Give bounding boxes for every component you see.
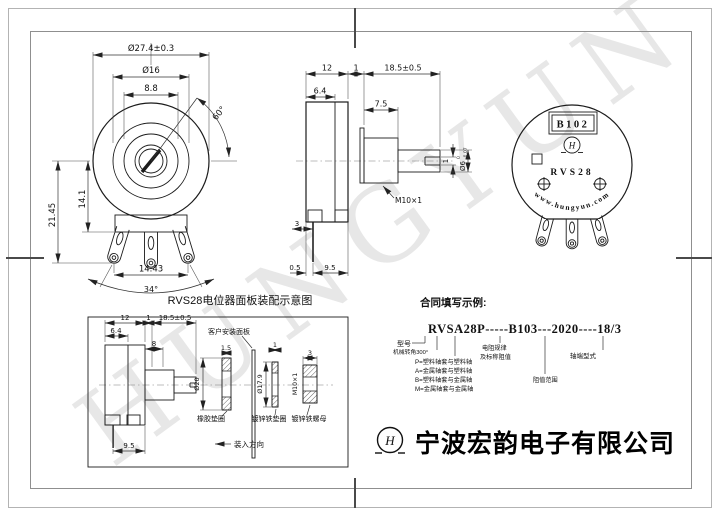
- insert-direction: 装入方向: [215, 439, 264, 449]
- assembly-dimensions: 12 1 18.5±0.5 6.4 8 9.5: [104, 314, 197, 454]
- label-resistance-range: 阻值范围: [533, 376, 558, 384]
- label-rubber: 橡胶垫圈: [197, 414, 225, 423]
- dim-height-141: 14.1: [78, 190, 88, 209]
- dim-slot-1: 1: [442, 159, 450, 163]
- front-view-drawing: Ø27.4±0.3 Ø16 8.8 60° 21.45 14.1 14.43 3…: [48, 43, 237, 294]
- option-m: M=金属轴套与金属轴: [415, 385, 473, 393]
- dim-64: 6.4: [110, 327, 122, 335]
- website-marking: www.hungyun.com: [533, 189, 612, 212]
- label-angle: 机械转角300°: [393, 348, 428, 356]
- order-code: RVSA28P-----B103---2020----18/3: [428, 322, 622, 336]
- back-view-drawing: B102 H RVS28 www.hungyun.com: [508, 104, 636, 298]
- terminal-lug: [144, 231, 158, 269]
- label-panel: 客户安装面板: [208, 327, 250, 336]
- side-view-drawing: 12 1 18.5±0.5 6.4 7.5 M10×1 1 Ø6 0 -0.07: [289, 64, 472, 276]
- dim-hub-width: 8.8: [144, 84, 158, 94]
- svg-text:Ø6: Ø6: [459, 160, 467, 171]
- dim-8: 8: [152, 340, 156, 348]
- dim-pin-3: 3: [295, 220, 299, 228]
- dim-shaft-dia: Ø6 0 -0.07: [456, 147, 469, 171]
- centering-mark-top: [354, 8, 356, 48]
- assembly-diagram: RVS28电位器面板装配示意图 12 1 18.5±0.5 6.4: [87, 293, 349, 468]
- dim-m10: M10×1: [292, 373, 299, 395]
- back-body: B102 H RVS28 www.hungyun.com: [508, 104, 636, 298]
- company-name: 宁波宏韵电子有限公司: [415, 431, 676, 458]
- rubber-washer: 1.5 Ø20 橡胶垫圈: [193, 344, 232, 423]
- side-dimensions: 12 1 18.5±0.5 6.4 7.5 M10×1 1 Ø6 0 -0.07: [289, 64, 472, 276]
- label-nominal-value: 及标称阻值: [480, 353, 511, 361]
- dim-angle-60: 60°: [211, 105, 228, 123]
- thread-label: M10×1: [395, 196, 422, 205]
- dim-thread-75: 7.5: [375, 100, 388, 109]
- dim-d179: Ø17.9: [256, 374, 264, 394]
- dim-12: 12: [121, 314, 130, 322]
- order-example: 合同填写示例: RVSA28P-----B103---2020----18/3 …: [393, 296, 622, 393]
- label-direction: 装入方向: [234, 439, 264, 449]
- centering-mark-bottom: [354, 478, 356, 508]
- assembly-title: RVS28电位器面板装配示意图: [168, 293, 313, 307]
- front-dimensions: Ø27.4±0.3 Ø16 8.8 60° 21.45 14.1 14.43 3…: [48, 43, 237, 294]
- order-connectors: [412, 336, 604, 374]
- model-marking: RVS28: [550, 168, 593, 178]
- svg-text:H: H: [568, 141, 576, 151]
- dim-d20: Ø20: [193, 377, 201, 390]
- inner-border: [30, 31, 692, 489]
- dim-tab-1: 1: [353, 64, 358, 73]
- dim-lug-spacing: 14.43: [139, 265, 163, 275]
- iron-nut: 3 M10×1 镀锌铁螺母: [292, 349, 327, 423]
- marking-code: B102: [557, 120, 590, 131]
- dim-3: 3: [308, 349, 312, 357]
- mounting-panel: 客户安装面板: [208, 327, 256, 459]
- option-p: P=塑料轴套与塑料轴: [415, 358, 472, 366]
- side-body: [296, 101, 454, 262]
- label-washer: 镀锌铁垫圈: [252, 414, 287, 423]
- label-model: 型号: [397, 339, 411, 348]
- assembly-box: [87, 316, 349, 468]
- label-shaft-type: 轴端型式: [570, 351, 597, 360]
- rivet-mark: [537, 177, 551, 191]
- label-nut: 镀锌铁螺母: [292, 414, 327, 423]
- dim-185: 18.5±0.5: [159, 314, 192, 322]
- dim-boss-diameter: Ø16: [142, 65, 160, 76]
- rivet-mark: [593, 177, 607, 191]
- dim-height-2145: 21.45: [48, 203, 58, 227]
- dim-95: 9.5: [123, 442, 134, 450]
- company-footer: H 宁波宏韵电子有限公司: [372, 424, 675, 460]
- terminal-pin: [312, 222, 314, 262]
- company-logo-icon: H: [375, 426, 405, 454]
- dim-body-12: 12: [322, 64, 332, 73]
- dim-1: 1: [146, 314, 150, 322]
- dim-cover-64: 6.4: [314, 87, 327, 96]
- svg-text:H: H: [384, 433, 395, 448]
- centering-mark-right: [676, 257, 712, 259]
- dim-outer-diameter: Ø27.4±0.3: [128, 43, 174, 54]
- assembly-pot: [99, 344, 333, 448]
- svg-text:-0.07: -0.07: [463, 147, 469, 159]
- marking-square: [531, 153, 543, 165]
- iron-washer: 1 Ø17.9 镀锌铁垫圈: [252, 341, 287, 423]
- dim-pin-95: 9.5: [324, 264, 335, 272]
- option-a: A=金属轴套与塑料轴: [415, 367, 472, 375]
- dim-pin-05: 0.5: [289, 264, 300, 272]
- centering-mark-left: [6, 257, 44, 259]
- option-b: B=塑料轴套与金属轴: [415, 376, 472, 384]
- svg-text:0: 0: [456, 156, 462, 159]
- dim-angle-34: 34°: [144, 285, 158, 294]
- order-heading: 合同填写示例:: [419, 296, 487, 309]
- dim-15: 1.5: [221, 344, 231, 352]
- label-resistance-law: 电阻规律: [482, 344, 507, 352]
- dim-w1: 1: [273, 341, 277, 349]
- brand-logo-icon: H: [561, 136, 583, 154]
- dim-shaft-185: 18.5±0.5: [384, 64, 421, 73]
